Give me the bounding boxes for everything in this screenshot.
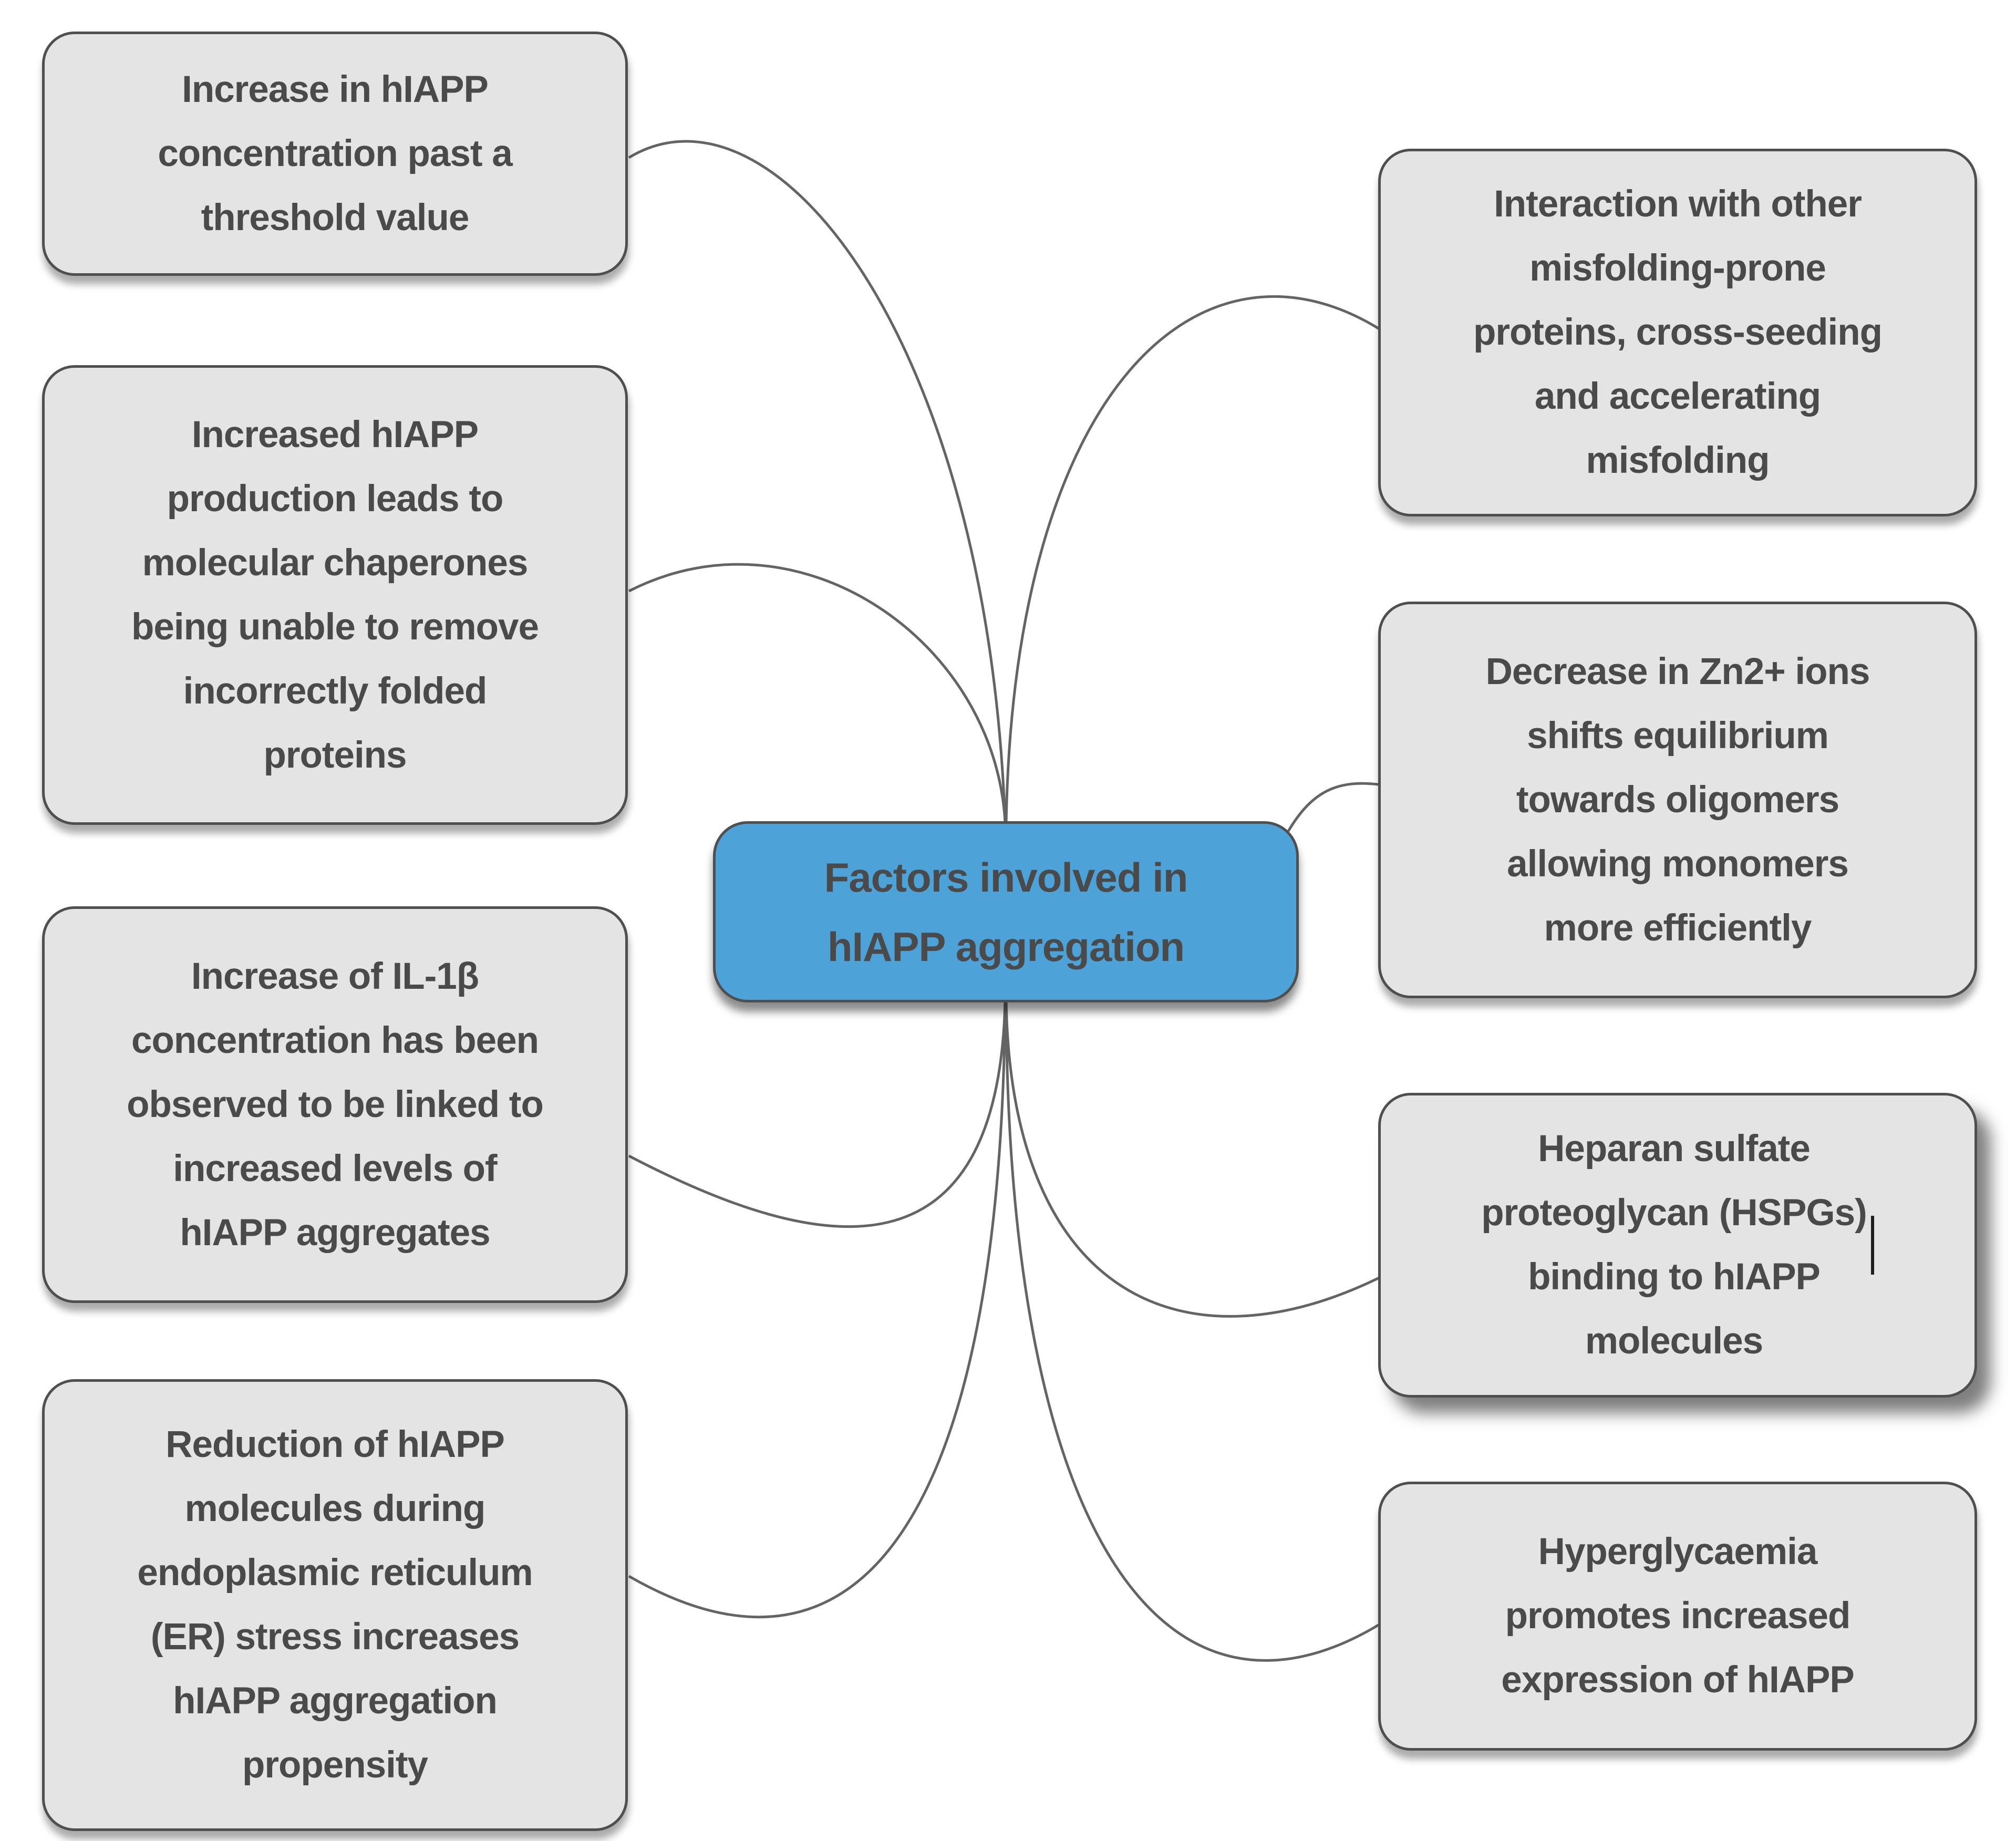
connector-right-2 <box>1287 782 1379 832</box>
connector-left-2 <box>628 563 1007 823</box>
node-label: Increase in hIAPP concentration past a t… <box>158 68 512 239</box>
node-zn-ions[interactable]: Decrease in Zn2+ ions shifts equilibrium… <box>1378 602 1977 998</box>
node-label: Hyperglycaemia promotes increased expres… <box>1501 1531 1854 1701</box>
node-cross-seeding[interactable]: Interaction with other misfolding-prone … <box>1378 149 1977 516</box>
connector-left-4 <box>628 1001 1007 1619</box>
node-il1b-concentration[interactable]: Increase of IL-1β concentration has been… <box>42 906 628 1303</box>
node-label: Decrease in Zn2+ ions shifts equilibrium… <box>1485 650 1870 949</box>
node-chaperones-unable-remove[interactable]: Increased hIAPP production leads to mole… <box>42 365 628 825</box>
node-label: Interaction with other misfolding-prone … <box>1473 183 1883 481</box>
node-hyperglycaemia[interactable]: Hyperglycaemia promotes increased expres… <box>1378 1482 1977 1751</box>
connector-right-1 <box>1005 295 1380 823</box>
node-label: Reduction of hIAPP molecules during endo… <box>137 1424 533 1786</box>
node-label: Increased hIAPP production leads to mole… <box>131 413 539 776</box>
node-hiapp-concentration-threshold[interactable]: Increase in hIAPP concentration past a t… <box>42 32 628 276</box>
connector-right-4 <box>1005 1001 1380 1662</box>
connector-right-3 <box>1005 1001 1380 1318</box>
connector-left-3 <box>628 1001 1007 1228</box>
node-label: Heparan sulfate proteoglycan (HSPGs) bin… <box>1481 1128 1867 1362</box>
connector-left-1 <box>628 140 1007 823</box>
node-er-stress[interactable]: Reduction of hIAPP molecules during endo… <box>42 1379 628 1831</box>
text-caret <box>1870 1216 1874 1275</box>
node-hspg-binding[interactable]: Heparan sulfate proteoglycan (HSPGs) bin… <box>1378 1093 1977 1398</box>
central-topic-label: Factors involved in hIAPP aggregation <box>824 854 1188 970</box>
node-label: Increase of IL-1β concentration has been… <box>127 955 544 1254</box>
node-central-topic[interactable]: Factors involved in hIAPP aggregation <box>713 821 1299 1002</box>
